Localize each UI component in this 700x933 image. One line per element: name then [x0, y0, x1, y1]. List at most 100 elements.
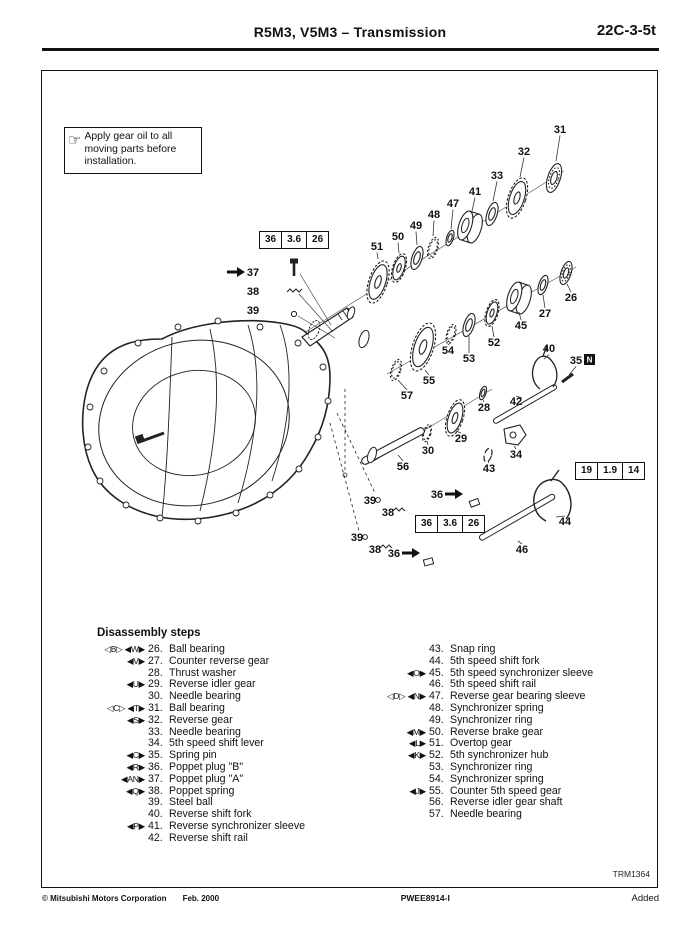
torque-spec-box-2: 36 3.6 26	[415, 515, 486, 533]
step-symbols: ◀Q▶	[125, 785, 145, 796]
step-label: Spring pin	[169, 749, 217, 762]
step-label: Reverse synchronizer sleeve	[169, 819, 306, 832]
disassembly-step: ◀J▶55.Counter 5th speed gear	[378, 785, 658, 798]
step-label: Synchronizer ring	[450, 760, 533, 773]
page-title: R5M3, V5M3 – Transmission	[253, 24, 447, 40]
diagram-part-ring	[445, 229, 455, 247]
diagram-part-sleeve	[457, 210, 483, 244]
callout-39-34: 39	[351, 532, 363, 544]
diagram-part-gear	[366, 260, 390, 304]
step-number: 50.	[429, 725, 444, 738]
diagram-part-spring	[389, 358, 403, 382]
exploded-diagram: 3132334147484950513738392627455253545557…	[81, 124, 595, 567]
input-shaft	[134, 306, 370, 445]
footer: © Mitsubishi Motors Corporation Feb. 200…	[42, 893, 659, 904]
step-number: 28.	[148, 666, 163, 679]
step-label: Needle bearing	[169, 725, 241, 738]
step-label: 5th speed synchronizer sleeve	[450, 666, 594, 679]
step-label: Poppet spring	[169, 784, 235, 797]
step-label: Reverse idler gear	[169, 678, 256, 691]
torque-spec-box-3: 19 1.9 14	[575, 462, 646, 480]
disassembly-step: 30.Needle bearing	[97, 690, 397, 703]
step-symbols: ◀V▶	[126, 655, 145, 666]
step-symbols: ◀C▶	[126, 750, 145, 761]
callout-labels: 3132334147484950513738392627455253545557…	[227, 124, 595, 560]
step-number: 32.	[148, 713, 163, 726]
step-label: Counter reverse gear	[169, 654, 270, 667]
callout-28-20: 28	[478, 402, 490, 414]
step-number: 34.	[148, 737, 163, 750]
step-symbols: ◀K▶	[407, 750, 426, 761]
callout-53-16: 53	[463, 353, 475, 365]
callout-47-4: 47	[447, 198, 459, 210]
disassembly-step: 28.Thrust washer	[97, 666, 397, 680]
callout-32-1: 32	[518, 146, 530, 158]
callout-36-33: 36	[431, 489, 443, 501]
step-number: 37.	[148, 772, 163, 785]
callout-54-17: 54	[442, 345, 455, 357]
callout-49-6: 49	[410, 220, 422, 232]
torque-value: 3.6	[282, 232, 308, 248]
callout-26-12: 26	[565, 292, 577, 304]
step-label: Reverse shift fork	[169, 808, 252, 821]
gear-oil-note: ☞ Apply gear oil to all moving parts bef…	[64, 127, 202, 174]
diagram-part-gear	[484, 299, 500, 327]
step-number: 38.	[148, 784, 163, 797]
step-number: 54.	[429, 772, 444, 785]
step-label: Synchronizer spring	[450, 701, 544, 714]
case-bolt-holes	[84, 317, 332, 525]
disassembly-title: Disassembly steps	[97, 627, 201, 639]
note-text: Apply gear oil to all moving parts befor…	[84, 131, 177, 167]
callout-56-28: 56	[397, 461, 409, 473]
diagram-part-gear	[444, 399, 466, 437]
disassembly-step: 34.5th speed shift lever	[97, 738, 397, 750]
disassembly-step: 53.Synchronizer ring	[378, 760, 658, 774]
disassembly-step: 49. Synchronizer ring	[378, 713, 658, 727]
torque-value: 14	[628, 465, 640, 476]
step-symbols: ◀AN▶	[121, 773, 145, 784]
disassembly-step: 56.Reverse idler gear shaft	[378, 797, 658, 809]
step-label: Synchronizer ring	[450, 713, 533, 726]
torque-value: 36	[416, 516, 439, 532]
disassembly-step: ◀Q▶38. Poppet spring	[97, 784, 397, 798]
step-label: Needle bearing	[450, 808, 522, 821]
callout-55-18: 55	[423, 375, 435, 387]
diagram-part-spring	[445, 323, 457, 345]
step-label: Reverse shift rail	[169, 831, 248, 844]
step-number: 39.	[148, 796, 163, 809]
diagram-part-sleeve	[506, 281, 532, 315]
torque-value: 3.6	[438, 516, 464, 532]
callout-27-13: 27	[539, 308, 551, 320]
step-label: Synchronizer spring	[450, 772, 544, 785]
step-label: Ball bearing	[169, 701, 225, 714]
callout-31-0: 31	[554, 124, 566, 136]
callout-33-2: 33	[491, 170, 503, 182]
disassembly-step: ◁C▷ ◀T▶31.Ball bearing	[97, 701, 397, 715]
step-number: 43.	[429, 643, 444, 655]
callout-44-29: 44	[559, 516, 572, 528]
step-label: Snap ring	[450, 643, 496, 655]
step-symbols: ◀S▶	[126, 714, 145, 725]
callout-38-10: 38	[247, 286, 259, 298]
callout-50-7: 50	[392, 231, 404, 243]
header-rule	[42, 48, 659, 51]
step-number: 51.	[429, 737, 444, 750]
disassembly-step: ◁D▷ ◀N▶47.Reverse gear bearing sleeve	[378, 690, 658, 703]
step-label: 5th speed shift rail	[450, 678, 536, 691]
callout-38-35: 38	[369, 544, 381, 556]
step-label: 5th synchronizer hub	[450, 749, 549, 762]
step-number: 27.	[148, 654, 163, 667]
callout-34-26: 34	[510, 449, 523, 461]
disassembly-step: 44.5th speed shift fork	[378, 655, 658, 668]
callout-57-19: 57	[401, 390, 413, 402]
torque-value: 1.9	[598, 463, 624, 479]
step-number: 42.	[148, 831, 163, 844]
footer-date: Feb. 2000	[182, 894, 220, 903]
step-number: 49.	[429, 713, 444, 726]
step-number: 29.	[148, 678, 163, 691]
step-symbols: ◀R▶	[126, 761, 145, 772]
step-symbols: ◀L▶	[408, 738, 426, 749]
disassembly-step: ◀R▶36.Poppet plug "B"	[97, 761, 397, 774]
